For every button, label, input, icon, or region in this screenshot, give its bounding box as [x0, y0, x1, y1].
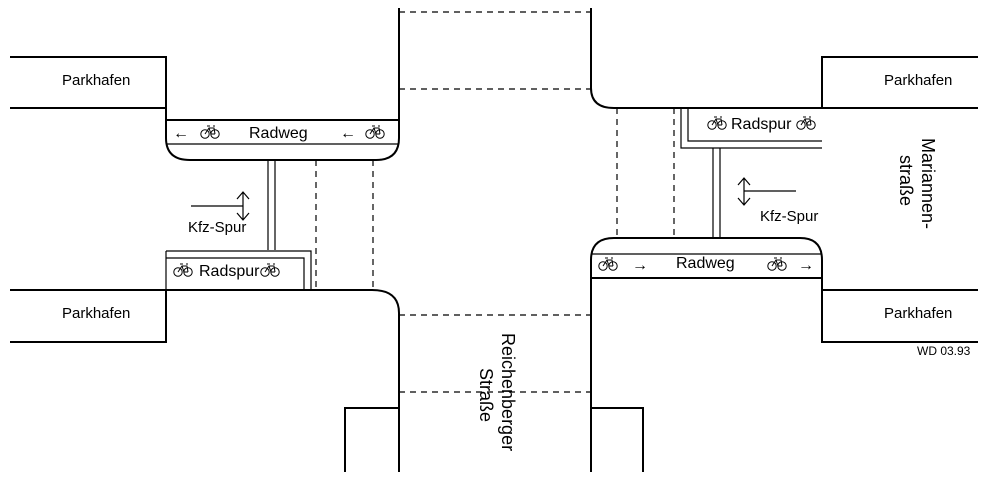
direction-arrow: → [632, 257, 648, 274]
parking-bay-top-right [821, 56, 978, 109]
parking-bay-bottom-left-west [10, 289, 167, 343]
lane-divider-east [712, 148, 721, 238]
credit-label: WD 03.93 [917, 344, 971, 358]
direction-arrow: ← [340, 125, 356, 142]
bicycle-icon [260, 263, 280, 277]
bicycle-icon [365, 125, 385, 139]
bicycle-icon [598, 257, 618, 271]
lane-arrow-west [191, 191, 250, 221]
crosswalk-north [399, 11, 591, 90]
radweg-island-west [165, 108, 400, 161]
direction-arrow: ← [173, 125, 189, 142]
crosswalk-east [616, 108, 675, 238]
parking-bay-bottom-right [821, 289, 978, 343]
parkhafen-label: Parkhafen [884, 72, 952, 89]
radspur-label: Radspur [731, 116, 792, 133]
radweg-island-east [590, 237, 823, 290]
street-name-reichenberger-line2: Straße [476, 368, 496, 422]
parkhafen-label: Parkhafen [62, 72, 130, 89]
crosswalk-south [399, 314, 591, 393]
lane-divider-west [267, 160, 276, 250]
bicycle-icon [173, 263, 193, 277]
road-edge-bottom-left [165, 289, 400, 472]
bicycle-icon [796, 116, 816, 130]
radspur-box-east [680, 108, 822, 149]
parkhafen-label: Parkhafen [884, 305, 952, 322]
kfz-spur-label: Kfz-Spur [188, 219, 246, 236]
bicycle-icon [200, 125, 220, 139]
bicycle-icon [767, 257, 787, 271]
street-name-marianne-line1: Mariannen- [918, 138, 938, 229]
crosswalk-west [315, 160, 374, 290]
road-edge-top-right [590, 8, 822, 109]
parking-bay-bottom-right [591, 407, 644, 472]
street-name-marianne-line2: straße [896, 155, 916, 206]
lane-arrow-east [737, 177, 796, 206]
parking-bay-bottom-left [344, 407, 399, 472]
radweg-label: Radweg [249, 125, 308, 142]
radweg-label: Radweg [676, 255, 735, 272]
parkhafen-label: Parkhafen [62, 305, 130, 322]
parking-bay-top-left [10, 56, 167, 110]
bicycle-icon [707, 116, 727, 130]
street-name-reichenberger-line1: Reichenberger [498, 333, 518, 451]
direction-arrow: → [798, 257, 814, 274]
kfz-spur-label: Kfz-Spur [760, 208, 818, 225]
radspur-box-west [165, 250, 312, 290]
radspur-label: Radspur [199, 263, 260, 280]
